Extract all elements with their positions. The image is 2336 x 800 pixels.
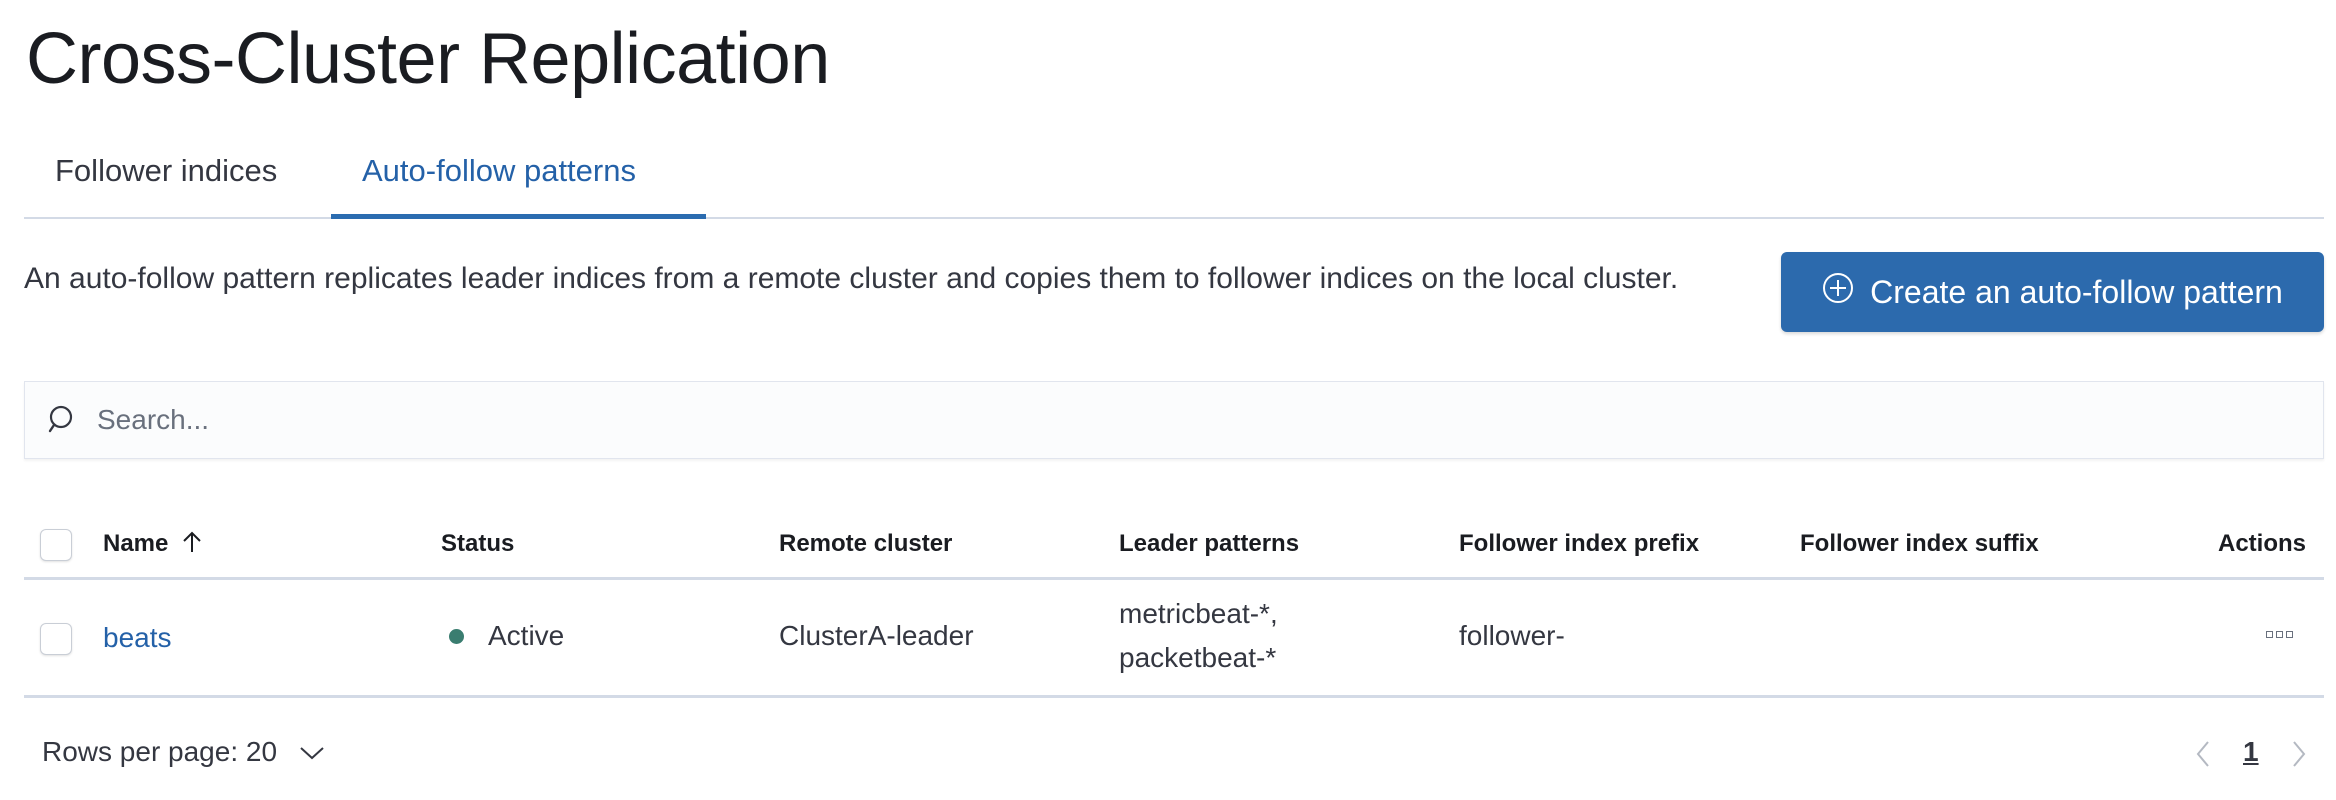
column-header-remote-cluster[interactable]: Remote cluster (779, 530, 953, 557)
tabs-divider (24, 217, 2324, 219)
sort-ascending-icon (181, 530, 203, 557)
pattern-name-link[interactable]: beats (103, 622, 172, 653)
status-text: Active (488, 620, 565, 651)
page-description: An auto-follow pattern replicates leader… (24, 262, 1679, 295)
active-tab-indicator (331, 214, 706, 219)
more-actions-icon[interactable] (2266, 631, 2293, 638)
create-button-label: Create an auto-follow pattern (1870, 273, 2283, 310)
search-icon (47, 404, 79, 436)
column-header-leader-patterns[interactable]: Leader patterns (1119, 530, 1300, 557)
chevron-left-icon (2196, 741, 2210, 772)
status-dot-icon (449, 628, 464, 644)
column-header-name[interactable]: Name (103, 528, 203, 560)
next-page-button[interactable] (2292, 740, 2306, 773)
rows-per-page-label: Rows per page: 20 (42, 736, 278, 767)
column-header-follower-prefix[interactable]: Follower index prefix (1459, 530, 1700, 557)
column-header-status[interactable]: Status (441, 530, 515, 557)
create-auto-follow-pattern-button[interactable]: Create an auto-follow pattern (1781, 252, 2324, 332)
page-title: Cross-Cluster Replication (26, 19, 830, 99)
tab-follower-indices[interactable]: Follower indices (55, 153, 278, 188)
chevron-right-icon (2292, 741, 2306, 772)
tab-auto-follow-patterns[interactable]: Auto-follow patterns (362, 153, 636, 188)
column-header-actions: Actions (2217, 530, 2306, 557)
previous-page-button[interactable] (2196, 740, 2210, 773)
row-checkbox[interactable] (40, 623, 72, 655)
search-input[interactable] (95, 403, 2199, 437)
page-1-button[interactable]: 1 (2243, 736, 2259, 767)
status-cell: Active (449, 614, 564, 658)
follower-prefix-cell: follower- (1459, 620, 1565, 651)
search-bar[interactable] (24, 381, 2324, 459)
plus-in-circle-icon (1822, 272, 1854, 312)
remote-cluster-cell: ClusterA-leader (779, 620, 974, 651)
leader-pattern-1: metricbeat-*, (1119, 598, 1278, 629)
column-header-follower-suffix[interactable]: Follower index suffix (1800, 530, 2039, 557)
header-divider (24, 577, 2324, 580)
chevron-down-icon (299, 736, 325, 768)
rows-per-page-select[interactable]: Rows per page: 20 (42, 736, 325, 768)
select-all-checkbox[interactable] (40, 529, 72, 561)
column-label: Name (103, 530, 169, 557)
leader-pattern-2: packetbeat-* (1119, 642, 1277, 673)
row-divider (24, 695, 2324, 698)
